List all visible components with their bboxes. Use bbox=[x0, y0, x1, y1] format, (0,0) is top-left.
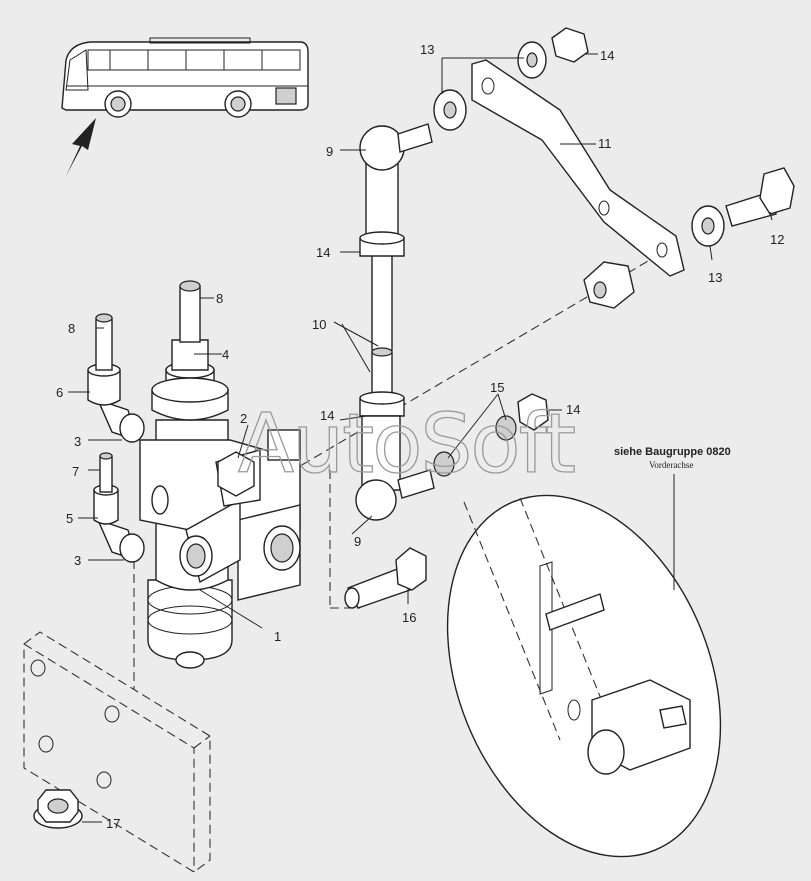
callout-subtitle: Vorderachse bbox=[649, 460, 693, 470]
mounting-plate-outline bbox=[23, 631, 211, 873]
part-14-nut-top bbox=[551, 27, 589, 63]
part-17-flange-nut bbox=[33, 789, 83, 829]
part-label-13-lower: 13 bbox=[708, 270, 722, 285]
part-12-bolt bbox=[725, 167, 795, 227]
part-label-13-upper: 13 bbox=[420, 42, 434, 57]
watermark: AutoSoft bbox=[238, 397, 575, 492]
part-label-12: 12 bbox=[770, 232, 784, 247]
part-label-14-top: 14 bbox=[600, 48, 614, 63]
part-11-bracket bbox=[471, 59, 685, 277]
part-1-leveling-valve bbox=[139, 419, 301, 669]
part-15-lock-washers bbox=[433, 415, 517, 477]
part-label-3-upper: 3 bbox=[74, 434, 81, 449]
part-16-bolt bbox=[344, 547, 427, 609]
part-14-nut-right bbox=[517, 393, 549, 431]
part-13-washer-upper bbox=[433, 41, 547, 131]
part-8-tube-top bbox=[179, 280, 201, 343]
part-8-tube-left bbox=[95, 313, 113, 371]
part-3-elbow-upper bbox=[96, 398, 145, 443]
bus-icon bbox=[61, 37, 309, 118]
part-label-8-top: 8 bbox=[216, 291, 223, 306]
part-3-elbow-lower bbox=[96, 518, 145, 563]
part-9-ball-joint-upper bbox=[359, 123, 433, 241]
part-label-10: 10 bbox=[312, 317, 326, 332]
part-label-9-upper: 9 bbox=[326, 144, 333, 159]
part-label-14-rod-upper: 14 bbox=[316, 245, 330, 260]
part-label-11: 11 bbox=[598, 136, 612, 151]
front-axle-detail bbox=[446, 494, 722, 858]
part-label-7: 7 bbox=[72, 464, 79, 479]
part-label-3-lower: 3 bbox=[74, 553, 81, 568]
part-label-16: 16 bbox=[402, 610, 416, 625]
part-labels: 8 4 2 8 6 3 7 5 3 1 9 14 10 14 9 16 13 1… bbox=[56, 42, 784, 831]
part-label-5: 5 bbox=[66, 511, 73, 526]
part-label-2: 2 bbox=[240, 411, 247, 426]
leader-lines bbox=[68, 53, 773, 823]
part-label-9-lower: 9 bbox=[354, 534, 361, 549]
part-label-14-right: 14 bbox=[566, 402, 580, 417]
part-7-tube bbox=[99, 452, 113, 493]
part-label-8-left: 8 bbox=[68, 321, 75, 336]
part-label-15: 15 bbox=[490, 380, 504, 395]
direction-arrow-icon bbox=[66, 118, 96, 176]
part-label-14-rod-lower: 14 bbox=[320, 408, 334, 423]
hex-coupler bbox=[583, 261, 635, 309]
part-label-4: 4 bbox=[222, 347, 229, 362]
part-label-1: 1 bbox=[274, 629, 281, 644]
part-9-ball-joint-lower bbox=[355, 415, 435, 521]
part-label-6: 6 bbox=[56, 385, 63, 400]
part-14-nut-lower bbox=[359, 391, 405, 417]
part-4-fitting bbox=[151, 339, 229, 421]
part-label-17: 17 bbox=[106, 816, 120, 831]
part-10-threaded-rod bbox=[371, 249, 393, 401]
part-13-washer-lower bbox=[691, 205, 725, 247]
part-14-nut-upper bbox=[359, 231, 405, 257]
callout-title: siehe Baugruppe 0820 bbox=[614, 446, 731, 458]
